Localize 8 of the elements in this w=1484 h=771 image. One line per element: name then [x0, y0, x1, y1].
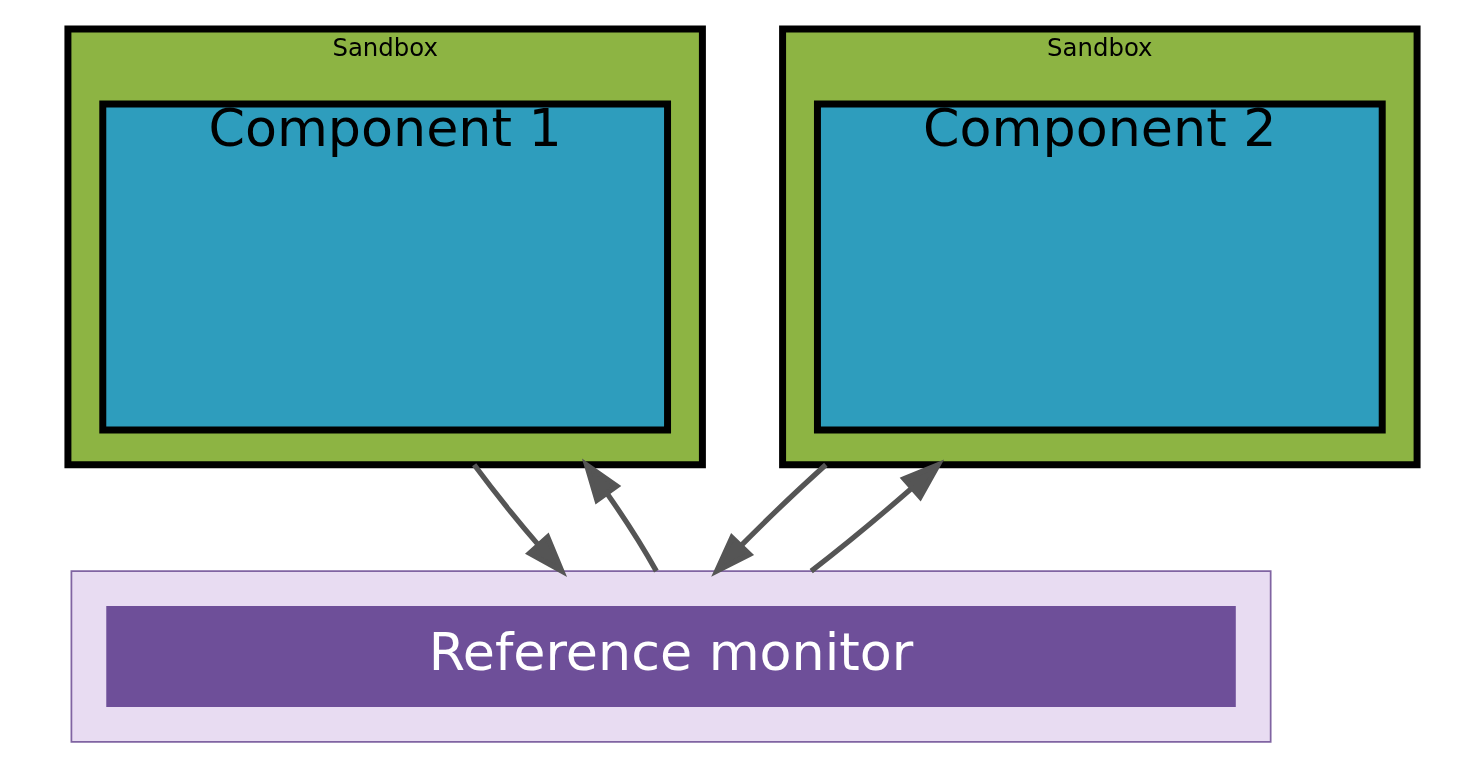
cluster [70, 570, 1272, 743]
arrow [581, 458, 659, 573]
arrow [809, 459, 944, 574]
node-box: Reference monitor [105, 606, 1236, 708]
node-box: Component 2 [813, 100, 1386, 434]
arrow [710, 462, 828, 577]
node-box: Component 1 [98, 100, 671, 434]
arrow [471, 463, 567, 578]
